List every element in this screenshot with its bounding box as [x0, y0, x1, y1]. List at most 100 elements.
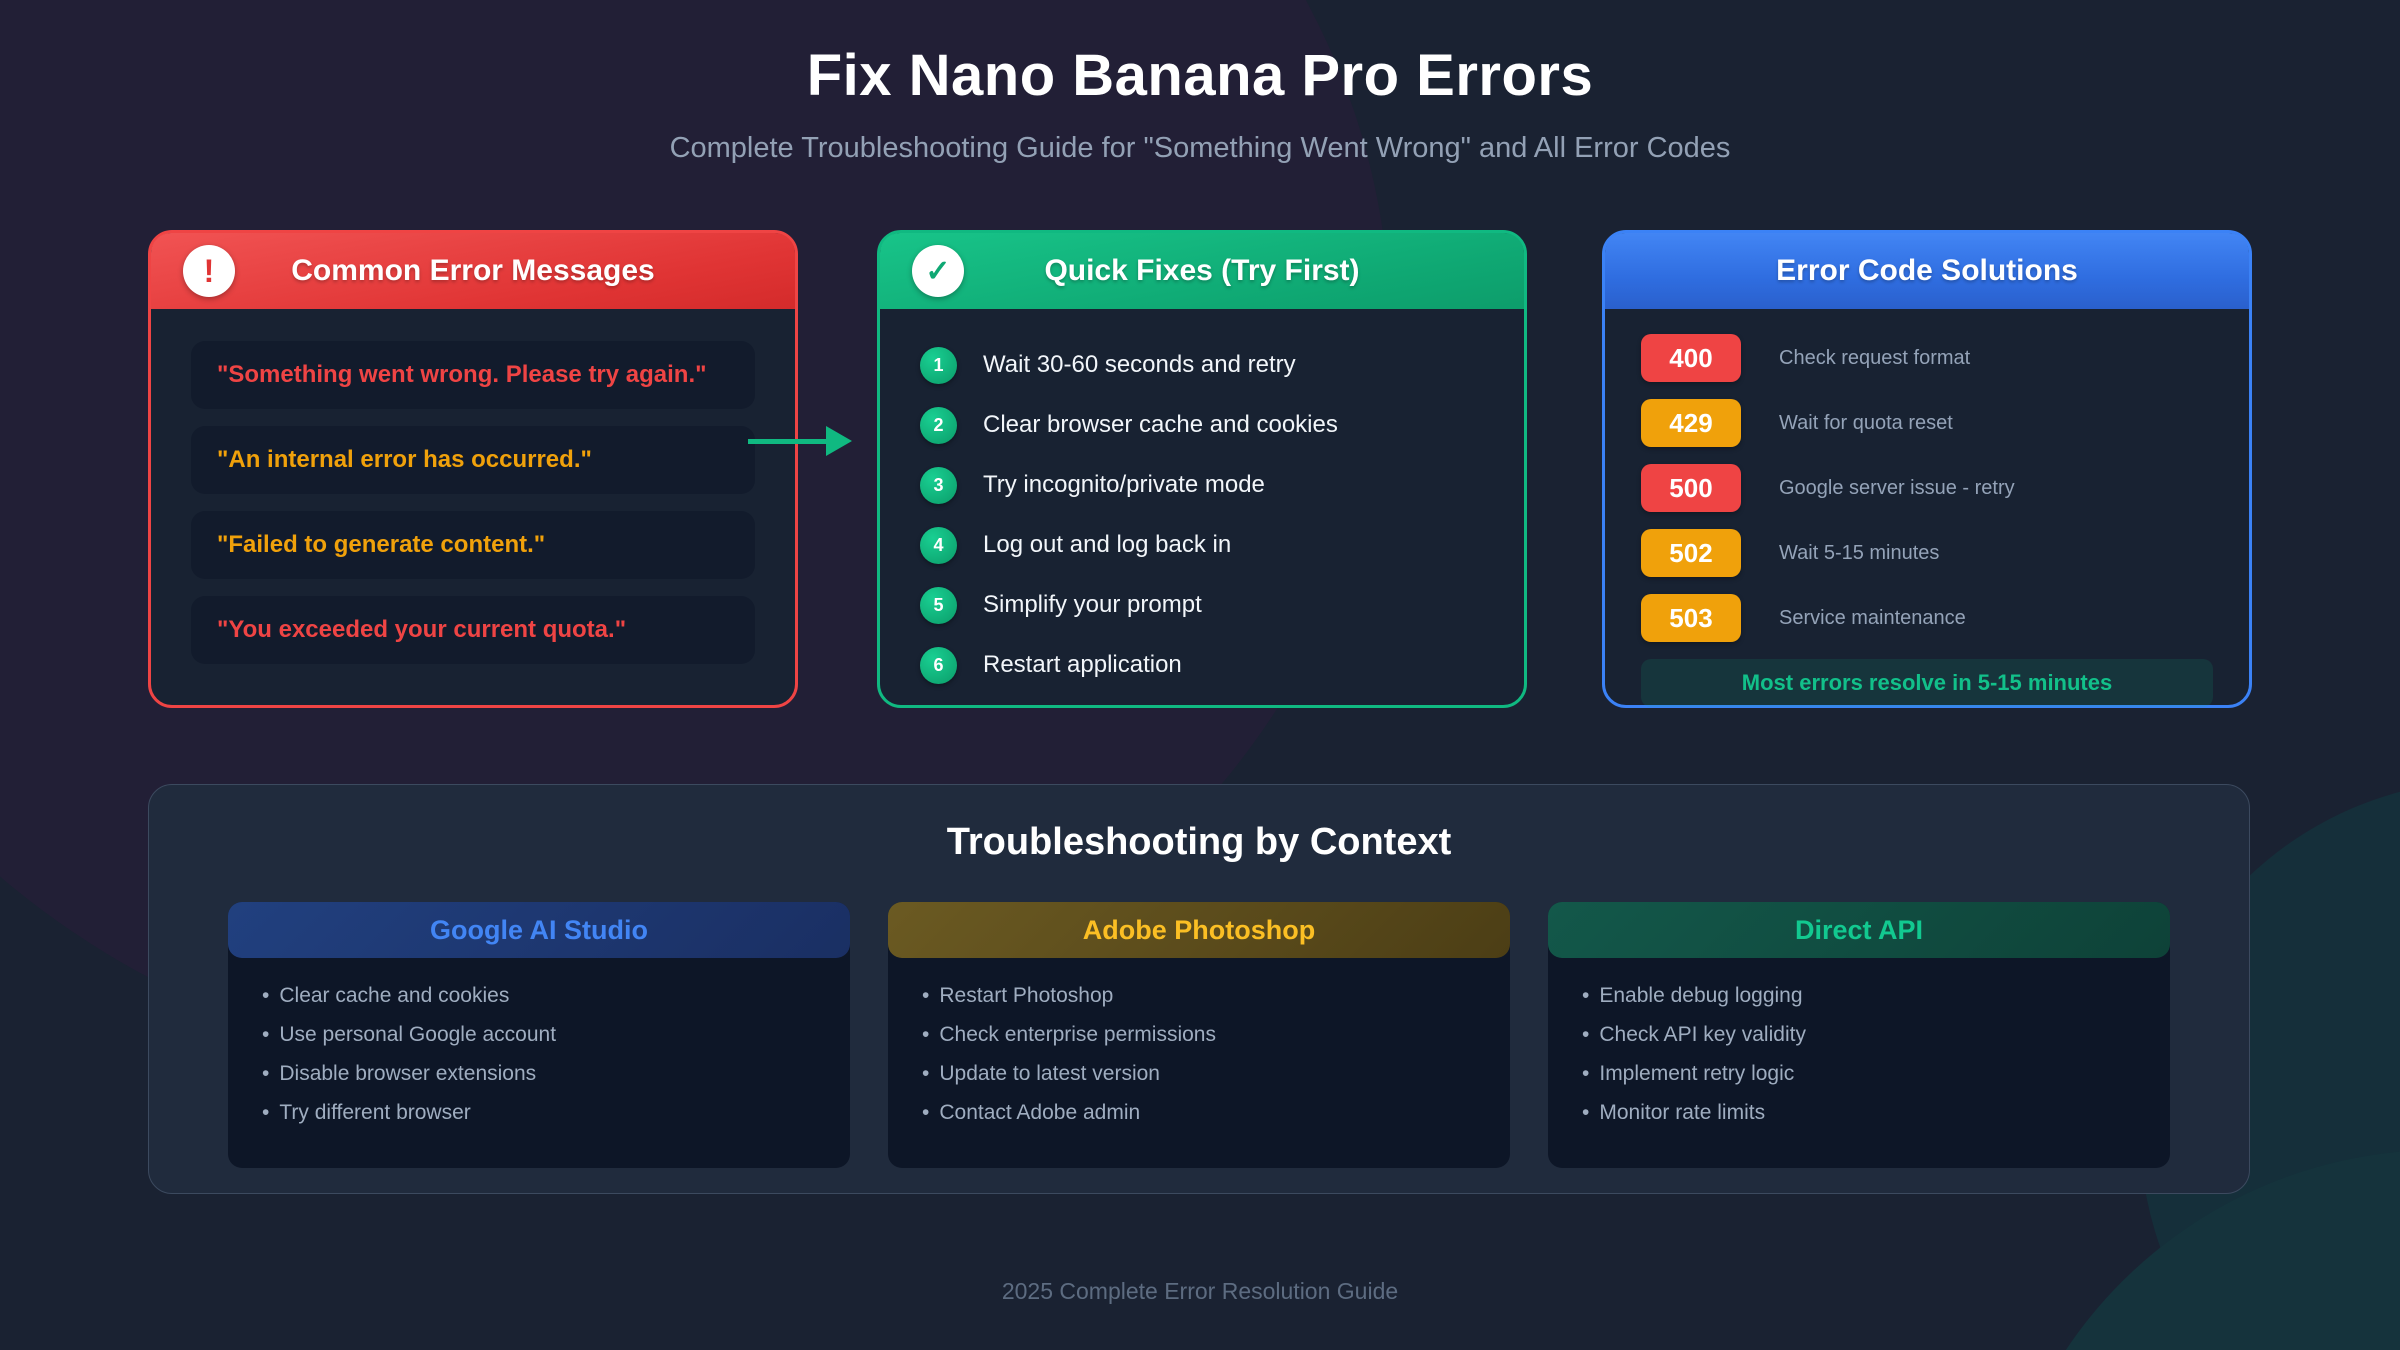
error-code-solution: Check request format: [1779, 346, 1971, 369]
list-item-text: Enable debug logging: [1599, 984, 1803, 1007]
quick-fixes-card: ✓ Quick Fixes (Try First) 1 Wait 30-60 s…: [877, 230, 1527, 708]
context-card-list: • Restart Photoshop • Check enterprise p…: [888, 958, 1510, 1168]
page-subtitle: Complete Troubleshooting Guide for "Some…: [669, 132, 1731, 164]
list-item: • Check API key validity: [1582, 1023, 2136, 1047]
bullet-icon: •: [262, 984, 270, 1007]
error-message-item: "Something went wrong. Please try again.…: [191, 341, 755, 409]
bullet-icon: •: [262, 1101, 270, 1124]
bullet-icon: •: [922, 984, 930, 1007]
list-item-text: Check enterprise permissions: [939, 1023, 1216, 1046]
common-error-messages-body: "Something went wrong. Please try again.…: [151, 309, 795, 664]
fix-step: 2 Clear browser cache and cookies: [920, 395, 1484, 455]
bullet-icon: •: [922, 1023, 930, 1046]
quick-fixes-title: Quick Fixes (Try First): [1044, 254, 1360, 287]
list-item: • Clear cache and cookies: [262, 984, 816, 1008]
step-number-badge: 1: [920, 346, 957, 384]
context-cards-row: Google AI Studio • Clear cache and cooki…: [149, 902, 2249, 1168]
list-item-text: Clear cache and cookies: [279, 984, 510, 1007]
list-item: • Try different browser: [262, 1101, 816, 1125]
list-item-text: Use personal Google account: [279, 1023, 557, 1046]
flow-arrow-icon: [748, 426, 852, 456]
error-code-solution: Google server issue - retry: [1779, 476, 2015, 499]
common-error-messages-title: Common Error Messages: [291, 254, 655, 287]
error-code-solution: Service maintenance: [1779, 606, 1966, 629]
context-card-adobe-photoshop: Adobe Photoshop • Restart Photoshop • Ch…: [888, 902, 1510, 1168]
context-card-direct-api: Direct API • Enable debug logging • Chec…: [1548, 902, 2170, 1168]
error-code-solutions-body: 400 Check request format 429 Wait for qu…: [1605, 309, 2249, 707]
error-code-solutions-header: Error Code Solutions: [1605, 233, 2249, 309]
error-code-solutions-card: Error Code Solutions 400 Check request f…: [1602, 230, 2252, 708]
bullet-icon: •: [922, 1101, 930, 1124]
exclamation-icon: !: [183, 245, 235, 297]
flow-arrow-shaft: [748, 439, 830, 444]
error-message-item: "You exceeded your current quota.": [191, 596, 755, 664]
error-code-badge: 429: [1641, 399, 1741, 447]
common-error-messages-card: ! Common Error Messages "Something went …: [148, 230, 798, 708]
fix-step: 1 Wait 30-60 seconds and retry: [920, 335, 1484, 395]
quick-fixes-header: ✓ Quick Fixes (Try First): [880, 233, 1524, 309]
list-item: • Restart Photoshop: [922, 984, 1476, 1008]
list-item-text: Implement retry logic: [1599, 1062, 1795, 1085]
context-section: Troubleshooting by Context Google AI Stu…: [148, 784, 2250, 1194]
list-item-text: Restart Photoshop: [939, 984, 1114, 1007]
list-item: • Enable debug logging: [1582, 984, 2136, 1008]
list-item-text: Disable browser extensions: [279, 1062, 537, 1085]
step-text: Try incognito/private mode: [983, 471, 1265, 498]
resolution-time-note: Most errors resolve in 5-15 minutes: [1641, 659, 2213, 707]
step-number-badge: 5: [920, 586, 957, 624]
flow-arrow-head: [826, 426, 852, 456]
bullet-icon: •: [1582, 984, 1590, 1007]
error-code-badge: 502: [1641, 529, 1741, 577]
fix-step: 6 Restart application: [920, 635, 1484, 695]
list-item-text: Contact Adobe admin: [939, 1101, 1141, 1124]
list-item: • Monitor rate limits: [1582, 1101, 2136, 1125]
page-title: Fix Nano Banana Pro Errors: [806, 43, 1594, 108]
list-item-text: Check API key validity: [1599, 1023, 1806, 1046]
error-code-solution: Wait for quota reset: [1779, 411, 1953, 434]
list-item: • Update to latest version: [922, 1062, 1476, 1086]
bullet-icon: •: [262, 1062, 270, 1085]
context-card-header: Google AI Studio: [228, 902, 850, 958]
step-text: Log out and log back in: [983, 531, 1232, 558]
error-code-row: 400 Check request format: [1641, 334, 2213, 382]
error-code-row: 500 Google server issue - retry: [1641, 464, 2213, 512]
error-code-row: 429 Wait for quota reset: [1641, 399, 2213, 447]
context-section-title: Troubleshooting by Context: [946, 821, 1452, 863]
list-item: • Disable browser extensions: [262, 1062, 816, 1086]
bullet-icon: •: [1582, 1101, 1590, 1124]
context-card-google-ai-studio: Google AI Studio • Clear cache and cooki…: [228, 902, 850, 1168]
context-card-list: • Enable debug logging • Check API key v…: [1548, 958, 2170, 1168]
error-code-badge: 503: [1641, 594, 1741, 642]
step-text: Simplify your prompt: [983, 591, 1202, 618]
error-message-item: "An internal error has occurred.": [191, 426, 755, 494]
step-number-badge: 6: [920, 646, 957, 684]
list-item-text: Try different browser: [279, 1101, 471, 1124]
list-item: • Contact Adobe admin: [922, 1101, 1476, 1125]
fix-step: 4 Log out and log back in: [920, 515, 1484, 575]
error-message-item: "Failed to generate content.": [191, 511, 755, 579]
step-number-badge: 2: [920, 406, 957, 444]
list-item: • Check enterprise permissions: [922, 1023, 1476, 1047]
list-item-text: Update to latest version: [939, 1062, 1160, 1085]
bullet-icon: •: [922, 1062, 930, 1085]
checkmark-icon: ✓: [912, 245, 964, 297]
bullet-icon: •: [1582, 1023, 1590, 1046]
step-text: Restart application: [983, 651, 1182, 678]
error-code-row: 502 Wait 5-15 minutes: [1641, 529, 2213, 577]
step-number-badge: 4: [920, 526, 957, 564]
error-code-row: 503 Service maintenance: [1641, 594, 2213, 642]
step-number-badge: 3: [920, 466, 957, 504]
context-card-header: Direct API: [1548, 902, 2170, 958]
list-item-text: Monitor rate limits: [1599, 1101, 1766, 1124]
error-code-badge: 500: [1641, 464, 1741, 512]
common-error-messages-header: ! Common Error Messages: [151, 233, 795, 309]
bullet-icon: •: [262, 1023, 270, 1046]
fix-step: 5 Simplify your prompt: [920, 575, 1484, 635]
error-code-badge: 400: [1641, 334, 1741, 382]
error-code-solutions-title: Error Code Solutions: [1776, 254, 2078, 287]
list-item: • Use personal Google account: [262, 1023, 816, 1047]
fix-step: 3 Try incognito/private mode: [920, 455, 1484, 515]
error-code-solution: Wait 5-15 minutes: [1779, 541, 1940, 564]
quick-fixes-body: 1 Wait 30-60 seconds and retry 2 Clear b…: [880, 309, 1524, 695]
